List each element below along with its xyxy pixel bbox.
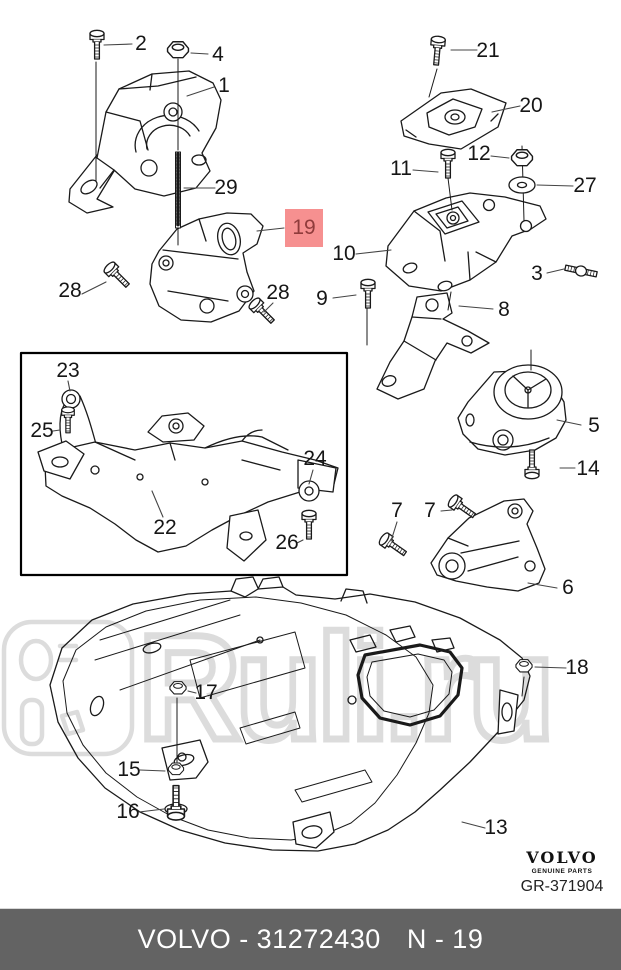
subframe-box-frame (19, 351, 349, 577)
callout-8: 8 (498, 298, 510, 321)
callout-23: 23 (56, 359, 80, 382)
bolt-7-right-drawing (445, 492, 479, 523)
callout-14: 14 (576, 457, 600, 480)
bolt-26-drawing (301, 509, 317, 540)
callout-2: 2 (135, 32, 147, 55)
part-10-transmission-mount-drawing (385, 192, 547, 292)
phone-icon (1, 619, 135, 757)
leader-lines (52, 43, 582, 829)
volvo-logo: VOLVO (526, 848, 598, 867)
fasteners (61, 29, 598, 821)
bolt-11-drawing (440, 148, 456, 179)
footer-part-number: VOLVO - 31272430 (137, 924, 381, 954)
part-19-bracket-drawing (149, 212, 264, 323)
part-8-bracket-drawing (376, 292, 490, 400)
callout-17: 17 (194, 681, 218, 704)
callout-13: 13 (484, 816, 508, 839)
callout-18: 18 (565, 656, 589, 679)
bushing-23-drawing (61, 389, 81, 409)
callout-7-right: 7 (424, 499, 436, 522)
callout-19-highlighted[interactable]: 19 (285, 209, 323, 247)
volvo-tagline: GENUINE PARTS (531, 868, 593, 875)
callout-7-left: 7 (391, 499, 403, 522)
callout-5: 5 (588, 414, 600, 437)
callout-3: 3 (531, 262, 543, 285)
callout-21: 21 (476, 39, 500, 62)
watermark-text: Ruli.ru (135, 603, 559, 771)
nut-12-drawing (510, 149, 534, 167)
footer-bar: VOLVO - 31272430 N - 19 (0, 908, 621, 970)
callout-25: 25 (30, 419, 54, 442)
part-5-mount-drawing (457, 364, 567, 456)
bolt-16-drawing (164, 784, 188, 821)
bolt-28-left-drawing (101, 259, 134, 292)
callout-29: 29 (214, 176, 238, 199)
bolt-9-drawing (360, 278, 376, 309)
callout-16: 16 (116, 800, 140, 823)
footer-page-ref: N - 19 (406, 924, 484, 954)
callout-27: 27 (573, 174, 597, 197)
bolt-25-drawing (61, 406, 75, 434)
callout-26: 26 (275, 531, 299, 554)
bushing-24-drawing (298, 480, 320, 502)
stud-3-drawing (564, 264, 598, 278)
brand-block: VOLVO GENUINE PARTS GR-371904 (512, 848, 612, 896)
nut-4-drawing (166, 41, 190, 59)
callout-4: 4 (212, 43, 224, 66)
callout-15: 15 (117, 758, 141, 781)
bolt-2-drawing (89, 29, 105, 60)
stud-29-drawing (175, 151, 181, 229)
nut-15-drawing (167, 762, 185, 776)
callout-28-left: 28 (58, 279, 82, 302)
parts-diagram-canvas (1, 29, 598, 852)
diagram-code: GR-371904 (520, 878, 604, 895)
callout-9: 9 (316, 287, 328, 310)
part-6-bracket-drawing (430, 498, 546, 592)
bolt-14-drawing (524, 449, 540, 480)
callout-12: 12 (467, 142, 491, 165)
callout-11: 11 (390, 157, 412, 180)
axis-lines (95, 58, 532, 763)
nut-18-drawing (515, 659, 533, 673)
part-22-subframe-drawing (37, 389, 339, 562)
callout-1: 1 (218, 74, 230, 97)
washer-27-drawing (508, 176, 536, 194)
callout-28-right: 28 (266, 281, 290, 304)
callout-22: 22 (153, 516, 177, 539)
callout-24: 24 (303, 447, 327, 470)
callout-20: 20 (519, 94, 543, 117)
part-20-top-plate-drawing (400, 88, 507, 150)
callout-6: 6 (562, 576, 574, 599)
nut-17-drawing (169, 681, 187, 695)
part-1-engine-mount-drawing (68, 70, 222, 214)
bolt-21-drawing (428, 35, 447, 67)
callout-10: 10 (332, 242, 356, 265)
